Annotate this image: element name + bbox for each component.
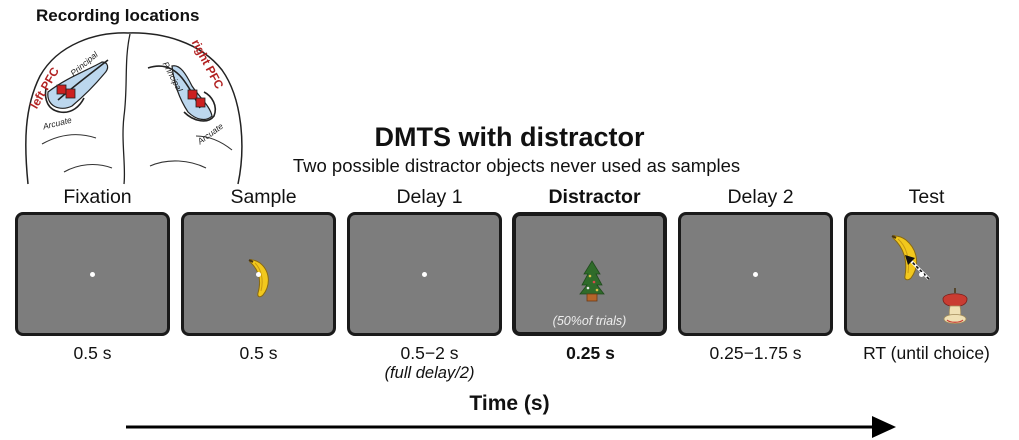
- distractor-trial-note: (50%of trials): [552, 314, 627, 328]
- epoch-label-test: Test: [908, 186, 945, 208]
- epoch-label-fixation: Fixation: [63, 186, 132, 208]
- left-principal-sulcus: [57, 59, 109, 101]
- midline-fissure: [122, 33, 131, 185]
- duration-sample: 0.5 s: [239, 343, 278, 363]
- brain-outline: [25, 32, 243, 185]
- epoch-label-delay1: Delay 1: [396, 186, 463, 208]
- epoch-label-distractor: Distractor: [548, 186, 641, 208]
- brain-diagram: left PFC Principal Arcuate right PFC Pri…: [25, 32, 243, 185]
- christmas-tree-icon: [579, 260, 605, 302]
- screen-distractor: (50%of trials): [512, 212, 667, 336]
- fixation-point: [256, 271, 261, 277]
- epoch-label-sample: Sample: [230, 186, 297, 208]
- time-arrow: [126, 416, 896, 438]
- duration-distractor: 0.25 s: [566, 343, 615, 363]
- epoch-label-delay2: Delay 2: [727, 186, 794, 208]
- right-pfc-label: right PFC: [189, 37, 227, 92]
- screen-sample: [181, 212, 336, 336]
- left-recording-site: [56, 84, 67, 95]
- fixation-point: [422, 271, 427, 277]
- time-axis-label: Time (s): [469, 392, 550, 415]
- left-recording-site: [65, 88, 76, 99]
- screen-test: [844, 212, 999, 336]
- right-recording-site: [195, 97, 206, 108]
- right-recording-site: [187, 89, 198, 100]
- left-arcuate-sulcus: [44, 87, 85, 114]
- left-sulcus: [41, 134, 97, 145]
- duration-delay2: 0.25−1.75 s: [709, 343, 802, 363]
- right-sulcus: [195, 135, 233, 151]
- fixation-point: [90, 271, 95, 277]
- right-sulcus-2: [149, 160, 207, 169]
- left-sulcus-2: [63, 163, 113, 173]
- duration-delay1: 0.5−2 s: [400, 343, 459, 363]
- screen-fixation: [15, 212, 170, 336]
- banana-icon: [248, 259, 269, 298]
- apple-core-icon: [942, 288, 968, 324]
- duration-fixation: 0.5 s: [73, 343, 112, 363]
- duration-delay1-note: (full delay/2): [384, 364, 475, 382]
- screen-delay2: [678, 212, 833, 336]
- fixation-point: [919, 271, 924, 277]
- task-title: DMTS with distractor: [374, 122, 645, 152]
- task-subtitle: Two possible distractor objects never us…: [292, 155, 741, 176]
- dashed-arrow-icon: [905, 255, 931, 281]
- duration-test: RT (until choice): [863, 343, 990, 363]
- banana-icon: [891, 235, 918, 281]
- fixation-point: [753, 271, 758, 277]
- right-arcuate-sulcus: [183, 91, 217, 122]
- screen-delay1: [347, 212, 502, 336]
- recording-locations-title: Recording locations: [36, 6, 200, 25]
